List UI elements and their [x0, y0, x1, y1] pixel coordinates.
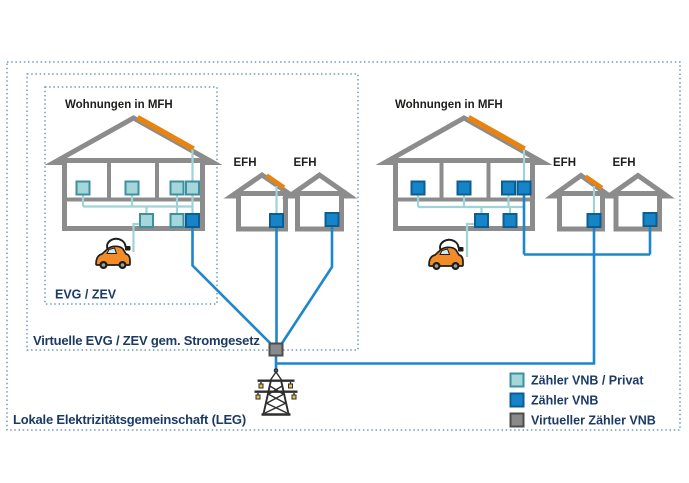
- legend-item: Zähler VNB: [509, 392, 598, 408]
- mfh-right-label: Wohnungen in MFH: [395, 99, 503, 111]
- solar-panel-icon: [136, 115, 195, 152]
- legend-label: Zähler VNB: [531, 394, 598, 408]
- efh-house-left-2: [281, 171, 358, 232]
- legend-item: Zähler VNB / Privat: [509, 372, 644, 388]
- virtual-meter-icon: [268, 342, 284, 357]
- meter-vnb-icon: [516, 180, 532, 196]
- efh-house-left-1: [223, 171, 301, 232]
- meter-vnb-swatch: [509, 392, 525, 408]
- meter-private-icon: [185, 180, 200, 196]
- meter-private-icon: [169, 180, 185, 196]
- evg-zev-label: EVG / ZEV: [55, 288, 117, 302]
- solar-panel-icon: [265, 173, 286, 190]
- ev-car-icon: [428, 238, 465, 271]
- solar-panel-icon: [584, 174, 604, 190]
- meter-vnb-icon: [586, 213, 602, 228]
- power-pylon-icon: [254, 368, 298, 416]
- virtual-evg-label: Virtuelle EVG / ZEV gem. Stromgesetz: [33, 333, 260, 348]
- evg-zev-box: [44, 86, 218, 305]
- meter-virtual-swatch: [509, 412, 525, 428]
- efh-label-2: EFH: [294, 157, 317, 169]
- meter-private-swatch: [509, 372, 525, 388]
- legend-item: Virtueller Zähler VNB: [509, 412, 656, 428]
- meter-private-icon: [139, 213, 154, 228]
- mfh-left-label: Wohnungen in MFH: [65, 99, 173, 111]
- meter-vnb-icon: [456, 180, 472, 196]
- efh-label-4: EFH: [613, 157, 636, 169]
- meter-vnb-icon: [269, 213, 284, 228]
- efh-label-3: EFH: [553, 157, 576, 169]
- grid-wiring-lines: [191, 194, 652, 372]
- meter-vnb-icon: [501, 180, 516, 196]
- legend: Zähler VNB / Privat Zähler VNB Virtuelle…: [509, 372, 656, 428]
- efh-label-1: EFH: [234, 157, 257, 169]
- leg-label: Lokale Elektrizitätsgemeinschaft (LEG): [13, 412, 246, 427]
- meters-mfh-right: [410, 180, 532, 228]
- meter-vnb-icon: [474, 213, 489, 228]
- meter-vnb-icon: [642, 212, 658, 227]
- virtual-evg-box: [26, 73, 359, 351]
- solar-panel-icon: [467, 115, 526, 152]
- ev-car-icon: [95, 237, 132, 270]
- meters-mfh-left: [75, 180, 200, 228]
- leg-boundary-box: [6, 61, 681, 431]
- meter-vnb-icon: [185, 213, 200, 228]
- meter-private-icon: [124, 180, 140, 196]
- legend-label: Virtueller Zähler VNB: [531, 414, 656, 428]
- meter-vnb-icon: [502, 213, 518, 228]
- efh-house-right-2: [601, 172, 675, 232]
- meter-private-icon: [169, 213, 185, 228]
- legend-label: Zähler VNB / Privat: [531, 374, 644, 388]
- meter-vnb-icon: [410, 180, 426, 196]
- meter-vnb-icon: [324, 212, 340, 227]
- mfh-house-right: [375, 115, 553, 231]
- mfh-house-left: [44, 115, 223, 231]
- meter-private-icon: [75, 180, 91, 196]
